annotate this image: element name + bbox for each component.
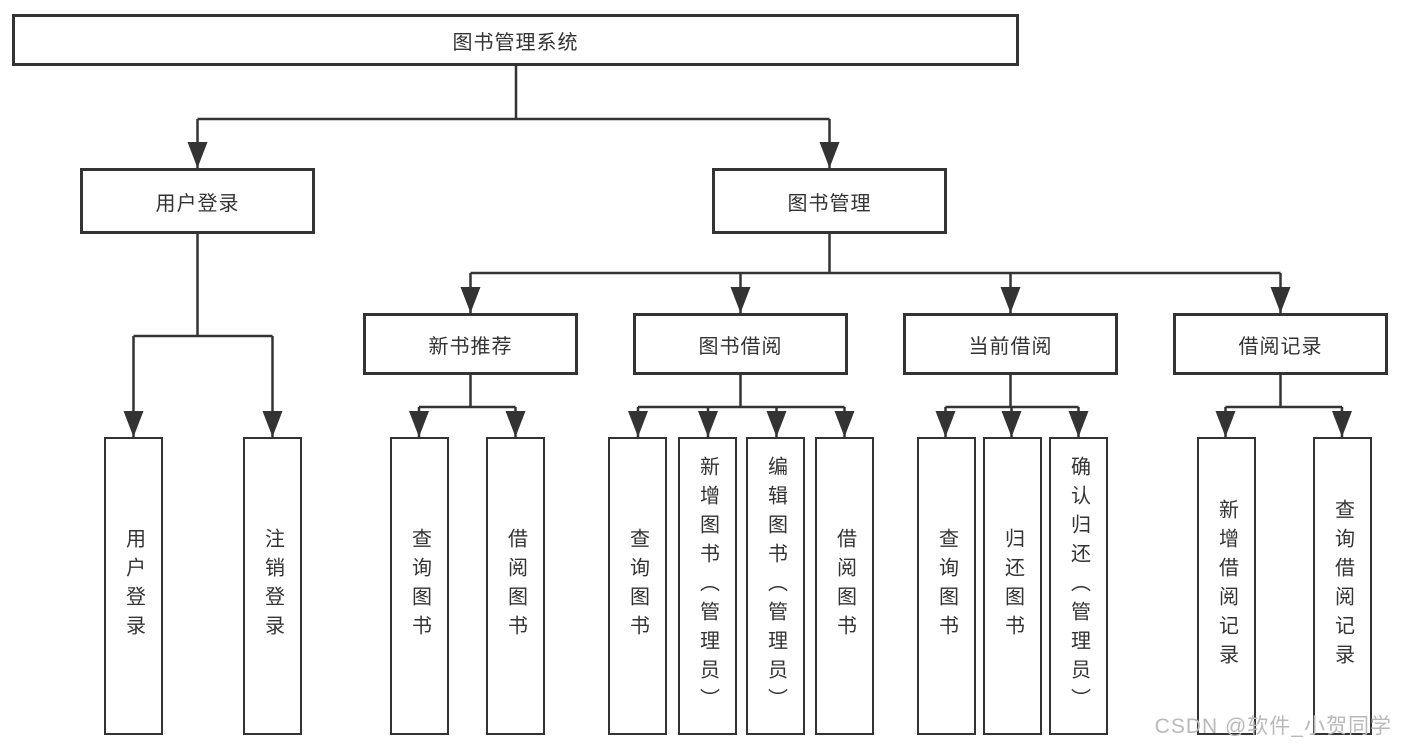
node-new-book-recommend: 新书推荐 xyxy=(363,313,578,375)
leaf-label: 借阅图书 xyxy=(504,528,527,644)
leaf-label: 查询图书 xyxy=(626,528,649,644)
leaf-borrow-book: 借阅图书 xyxy=(815,437,874,735)
leaf-label: 新增借阅记录 xyxy=(1215,499,1238,673)
leaf-label: 用户登录 xyxy=(122,528,145,644)
node-label: 图书管理系统 xyxy=(452,31,579,54)
leaf-logout: 注销登录 xyxy=(243,437,302,735)
leaf-query-borrow-record: 查询借阅记录 xyxy=(1313,437,1372,735)
leaf-query-book-borrow: 查询图书 xyxy=(608,437,667,735)
leaf-confirm-return-admin: 确认归还（管理员） xyxy=(1049,437,1108,735)
node-label: 图书借阅 xyxy=(698,335,783,358)
leaf-label: 归还图书 xyxy=(1001,528,1024,644)
node-user-login: 用户登录 xyxy=(80,168,315,234)
node-current-borrow: 当前借阅 xyxy=(903,313,1118,375)
leaf-query-book-recommend: 查询图书 xyxy=(390,437,449,735)
node-label: 新书推荐 xyxy=(428,335,513,358)
leaf-add-book-admin: 新增图书（管理员） xyxy=(678,437,737,735)
leaf-borrow-book-recommend: 借阅图书 xyxy=(486,437,545,735)
node-label: 图书管理 xyxy=(787,192,872,215)
node-label: 当前借阅 xyxy=(968,335,1053,358)
leaf-add-borrow-record: 新增借阅记录 xyxy=(1197,437,1256,735)
leaf-user-login: 用户登录 xyxy=(104,437,163,735)
node-label: 用户登录 xyxy=(155,192,240,215)
leaf-label: 借阅图书 xyxy=(833,528,856,644)
leaf-label: 查询图书 xyxy=(935,528,958,644)
leaf-label: 确认归还（管理员） xyxy=(1067,455,1090,717)
node-book-borrow: 图书借阅 xyxy=(633,313,848,375)
leaf-label: 注销登录 xyxy=(261,528,284,644)
node-book-management: 图书管理 xyxy=(712,168,947,234)
leaf-edit-book-admin: 编辑图书（管理员） xyxy=(746,437,805,735)
leaf-label: 新增图书（管理员） xyxy=(696,455,719,717)
leaf-label: 编辑图书（管理员） xyxy=(764,455,787,717)
leaf-label: 查询图书 xyxy=(408,528,431,644)
node-label: 借阅记录 xyxy=(1238,335,1323,358)
node-root-system: 图书管理系统 xyxy=(12,14,1019,66)
leaf-query-book-current: 查询图书 xyxy=(917,437,976,735)
leaf-return-book: 归还图书 xyxy=(983,437,1042,735)
csdn-watermark: CSDN @软件_小贺同学 xyxy=(1154,715,1392,738)
leaf-label: 查询借阅记录 xyxy=(1331,499,1354,673)
node-borrow-records: 借阅记录 xyxy=(1173,313,1388,375)
